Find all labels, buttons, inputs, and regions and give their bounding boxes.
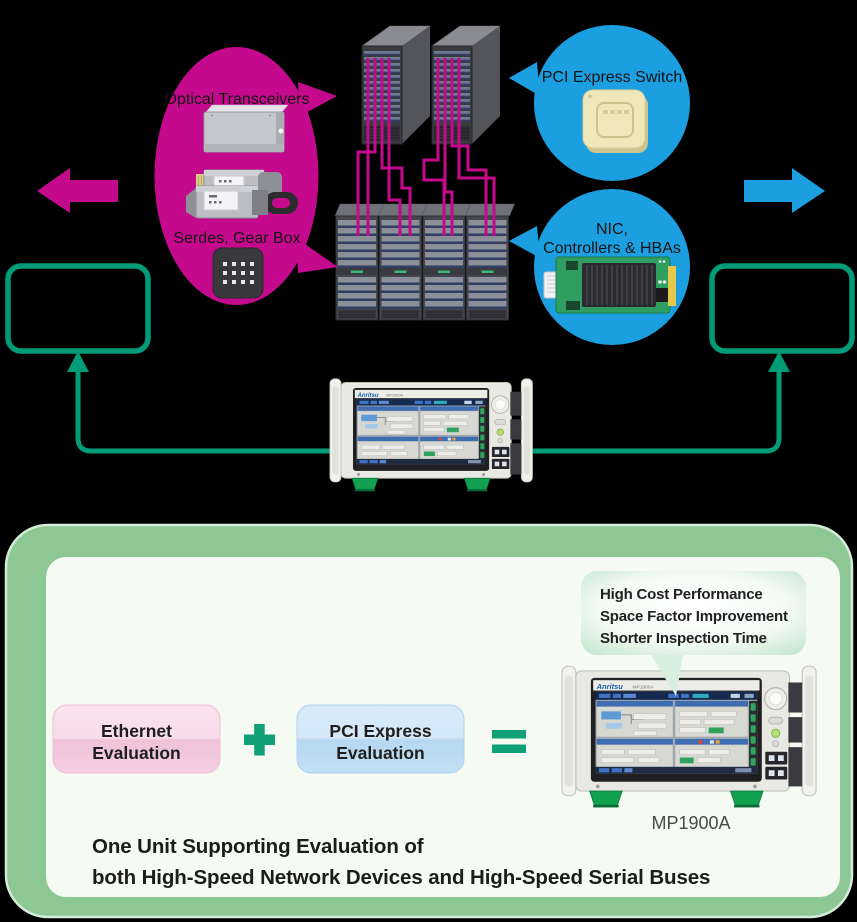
- callout-line-3: Shorter Inspection Time: [600, 630, 767, 647]
- bubble-tail-bottom: [296, 238, 338, 273]
- nic-label-line1: NIC,: [596, 221, 628, 238]
- feedback-line-left: [75, 366, 430, 454]
- egress-arrow-right: [744, 168, 825, 213]
- pcie-switch-label: PCI Express Switch: [542, 69, 682, 86]
- pcie-box-line1: PCI Express: [329, 721, 431, 741]
- analyzer-instrument-bottom: [561, 665, 817, 809]
- tower-server-right: [431, 25, 501, 145]
- pcie-evaluation-box: PCI Express Evaluation: [296, 704, 465, 774]
- dut-box-right: [709, 263, 855, 354]
- ethernet-box-line2: Evaluation: [92, 743, 181, 763]
- bga-chip-icon: [212, 247, 264, 299]
- cfp-transceiver-icon: [203, 104, 289, 153]
- tower-server-left: [361, 25, 431, 145]
- callout-line-2: Space Factor Improvement: [600, 608, 788, 625]
- callout-line-1: High Cost Performance: [600, 586, 763, 603]
- caption-line-2: both High-Speed Network Devices and High…: [92, 866, 710, 889]
- nic-bubble: NIC, Controllers & HBAs: [509, 189, 690, 345]
- nic-label-line2: Controllers & HBAs: [543, 240, 681, 257]
- qsfp-pulltab-transceiver-icon: [186, 185, 298, 219]
- serdes-gearbox-label: Serdes, Gear Box: [173, 230, 300, 247]
- optical-transceivers-label: Optical Transceivers: [165, 91, 310, 108]
- summary-panel: Ethernet Evaluation PCI Express Evaluati…: [4, 523, 854, 919]
- analyzer-instrument-top: [329, 378, 533, 492]
- bubble-tail-top: [298, 82, 337, 116]
- feedback-loop: [67, 351, 790, 454]
- callout-bubble: [581, 571, 806, 655]
- pcie-switch-bubble: PCI Express Switch: [509, 25, 690, 181]
- callout-tail: [648, 650, 684, 696]
- ethernet-evaluation-box: Ethernet Evaluation: [52, 704, 221, 774]
- dut-box-left: [5, 263, 151, 354]
- pcie-box-line2: Evaluation: [336, 743, 425, 763]
- equals-sign: [492, 730, 526, 753]
- feedback-arrowhead-left: [67, 351, 89, 372]
- bubble-tail: [509, 226, 540, 258]
- plus-sign: [244, 724, 275, 756]
- pcie-switch-chip-icon: [582, 89, 648, 153]
- ethernet-box-line1: Ethernet: [101, 721, 172, 741]
- model-label: MP1900A: [651, 813, 730, 833]
- caption-line-1: One Unit Supporting Evaluation of: [92, 835, 424, 858]
- signal-lines: [356, 58, 496, 236]
- feedback-arrowhead-right: [768, 351, 790, 372]
- server-rack-row: [334, 203, 516, 321]
- benefits-callout: High Cost Performance Space Factor Impro…: [581, 571, 806, 696]
- optical-transceivers-bubble: Optical Transceivers: [154, 47, 338, 305]
- egress-arrow-left: [37, 168, 118, 213]
- bubble-tail: [509, 62, 540, 96]
- feedback-line-right: [430, 366, 782, 454]
- nic-card-icon: [543, 256, 676, 314]
